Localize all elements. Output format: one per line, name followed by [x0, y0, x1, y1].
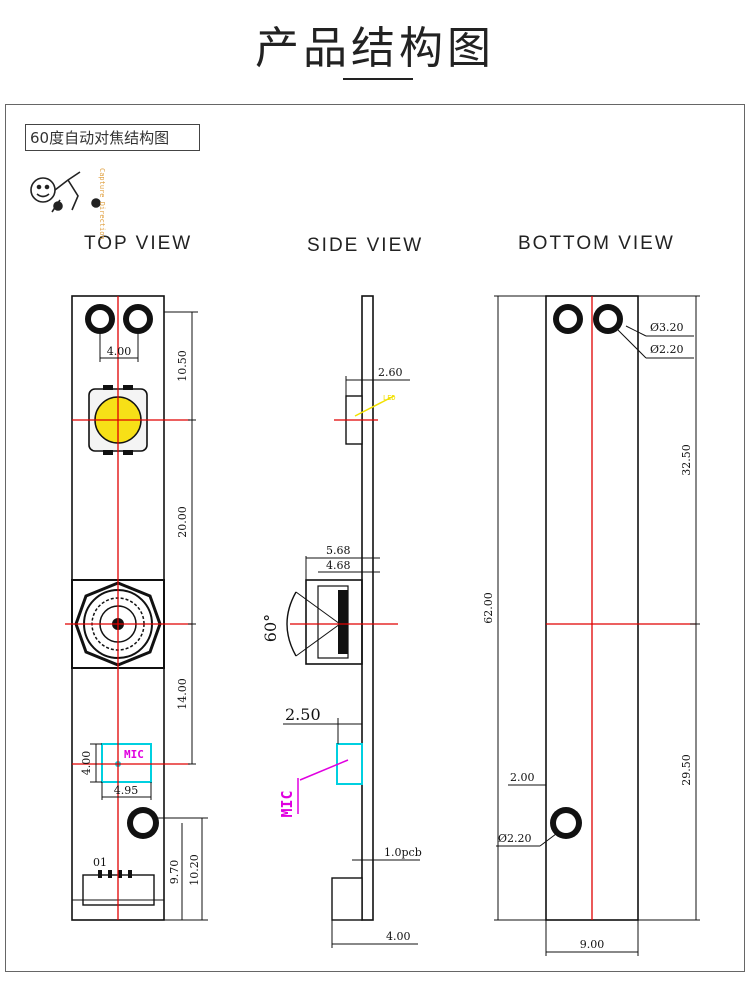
dim-top-to-center: 32.50 — [680, 444, 693, 476]
dim-mic-height: 4.00 — [80, 751, 93, 776]
title-underline — [343, 78, 413, 80]
logo-text: Capture Direction — [98, 168, 106, 240]
dim-connector-b: 10.20 — [188, 854, 201, 886]
top-mic: MIC — [101, 743, 152, 783]
top-center-lines — [65, 296, 192, 920]
side-view-label: SIDE VIEW — [307, 235, 424, 256]
dim-led-depth: 2.60 — [378, 366, 403, 379]
dim-mic-width: 4.95 — [114, 784, 139, 797]
dim-bottom-hole-offset: 2.00 — [510, 771, 535, 784]
dim-bottom-to-center: 29.50 — [680, 754, 693, 786]
dim-hole-small: Ø2.20 — [650, 343, 684, 356]
side-mic-label: MIC — [278, 790, 296, 817]
dim-lens-to-mic: 14.00 — [176, 678, 189, 710]
bottom-mounting-holes — [553, 304, 623, 334]
bottom-center-lines — [546, 296, 696, 920]
bottom-view-label: BOTTOM VIEW — [518, 233, 675, 254]
dim-width: 9.00 — [580, 938, 605, 951]
side-pcb-outline — [361, 295, 374, 921]
dim-led-to-lens: 20.00 — [176, 506, 189, 538]
dim-hole-large: Ø3.20 — [650, 321, 684, 334]
side-dimension-lines — [283, 376, 420, 948]
top-mic-label: MIC — [124, 748, 144, 761]
dim-lens-outer: 5.68 — [326, 544, 351, 557]
top-view-label: TOP VIEW — [84, 233, 193, 254]
page-title: 产品结构图 — [255, 23, 495, 74]
dim-lens-inner: 4.68 — [326, 559, 351, 572]
side-center-lines — [290, 419, 398, 625]
pin-label: 01 — [93, 856, 107, 869]
led-note: LED — [383, 394, 396, 402]
dim-bottom-hole: Ø2.20 — [498, 832, 532, 845]
dim-pcb: 1.0pcb — [384, 846, 422, 859]
top-view-drawing: MIC 01 — [65, 295, 208, 921]
bottom-dimension-lines — [494, 295, 700, 956]
top-mounting-holes — [85, 304, 153, 334]
side-lens — [286, 579, 363, 665]
top-bottom-hole — [127, 807, 159, 839]
side-mic — [336, 743, 363, 785]
dim-connector-a: 9.70 — [168, 860, 181, 885]
bottom-lower-hole — [550, 807, 582, 839]
dim-connector-depth: 4.00 — [386, 930, 411, 943]
side-connector — [331, 877, 363, 921]
top-dimension-lines — [90, 311, 208, 921]
drawing-frame — [5, 104, 745, 972]
side-view-drawing: LED MIC — [261, 295, 422, 948]
dim-led-to-holes: 10.50 — [176, 350, 189, 382]
drawing-subtitle: 60度自动对焦结构图 — [25, 124, 200, 151]
dim-mic-offset: 2.50 — [285, 705, 321, 724]
dim-angle: 60° — [261, 614, 280, 642]
bottom-view-drawing: Ø3.20 Ø2.20 32.50 62.00 29.50 2.00 Ø2.20… — [482, 295, 700, 956]
capture-direction-logo: Capture Direction — [30, 168, 106, 240]
dim-hole-spacing: 4.00 — [107, 345, 132, 358]
dim-length: 62.00 — [482, 592, 495, 624]
